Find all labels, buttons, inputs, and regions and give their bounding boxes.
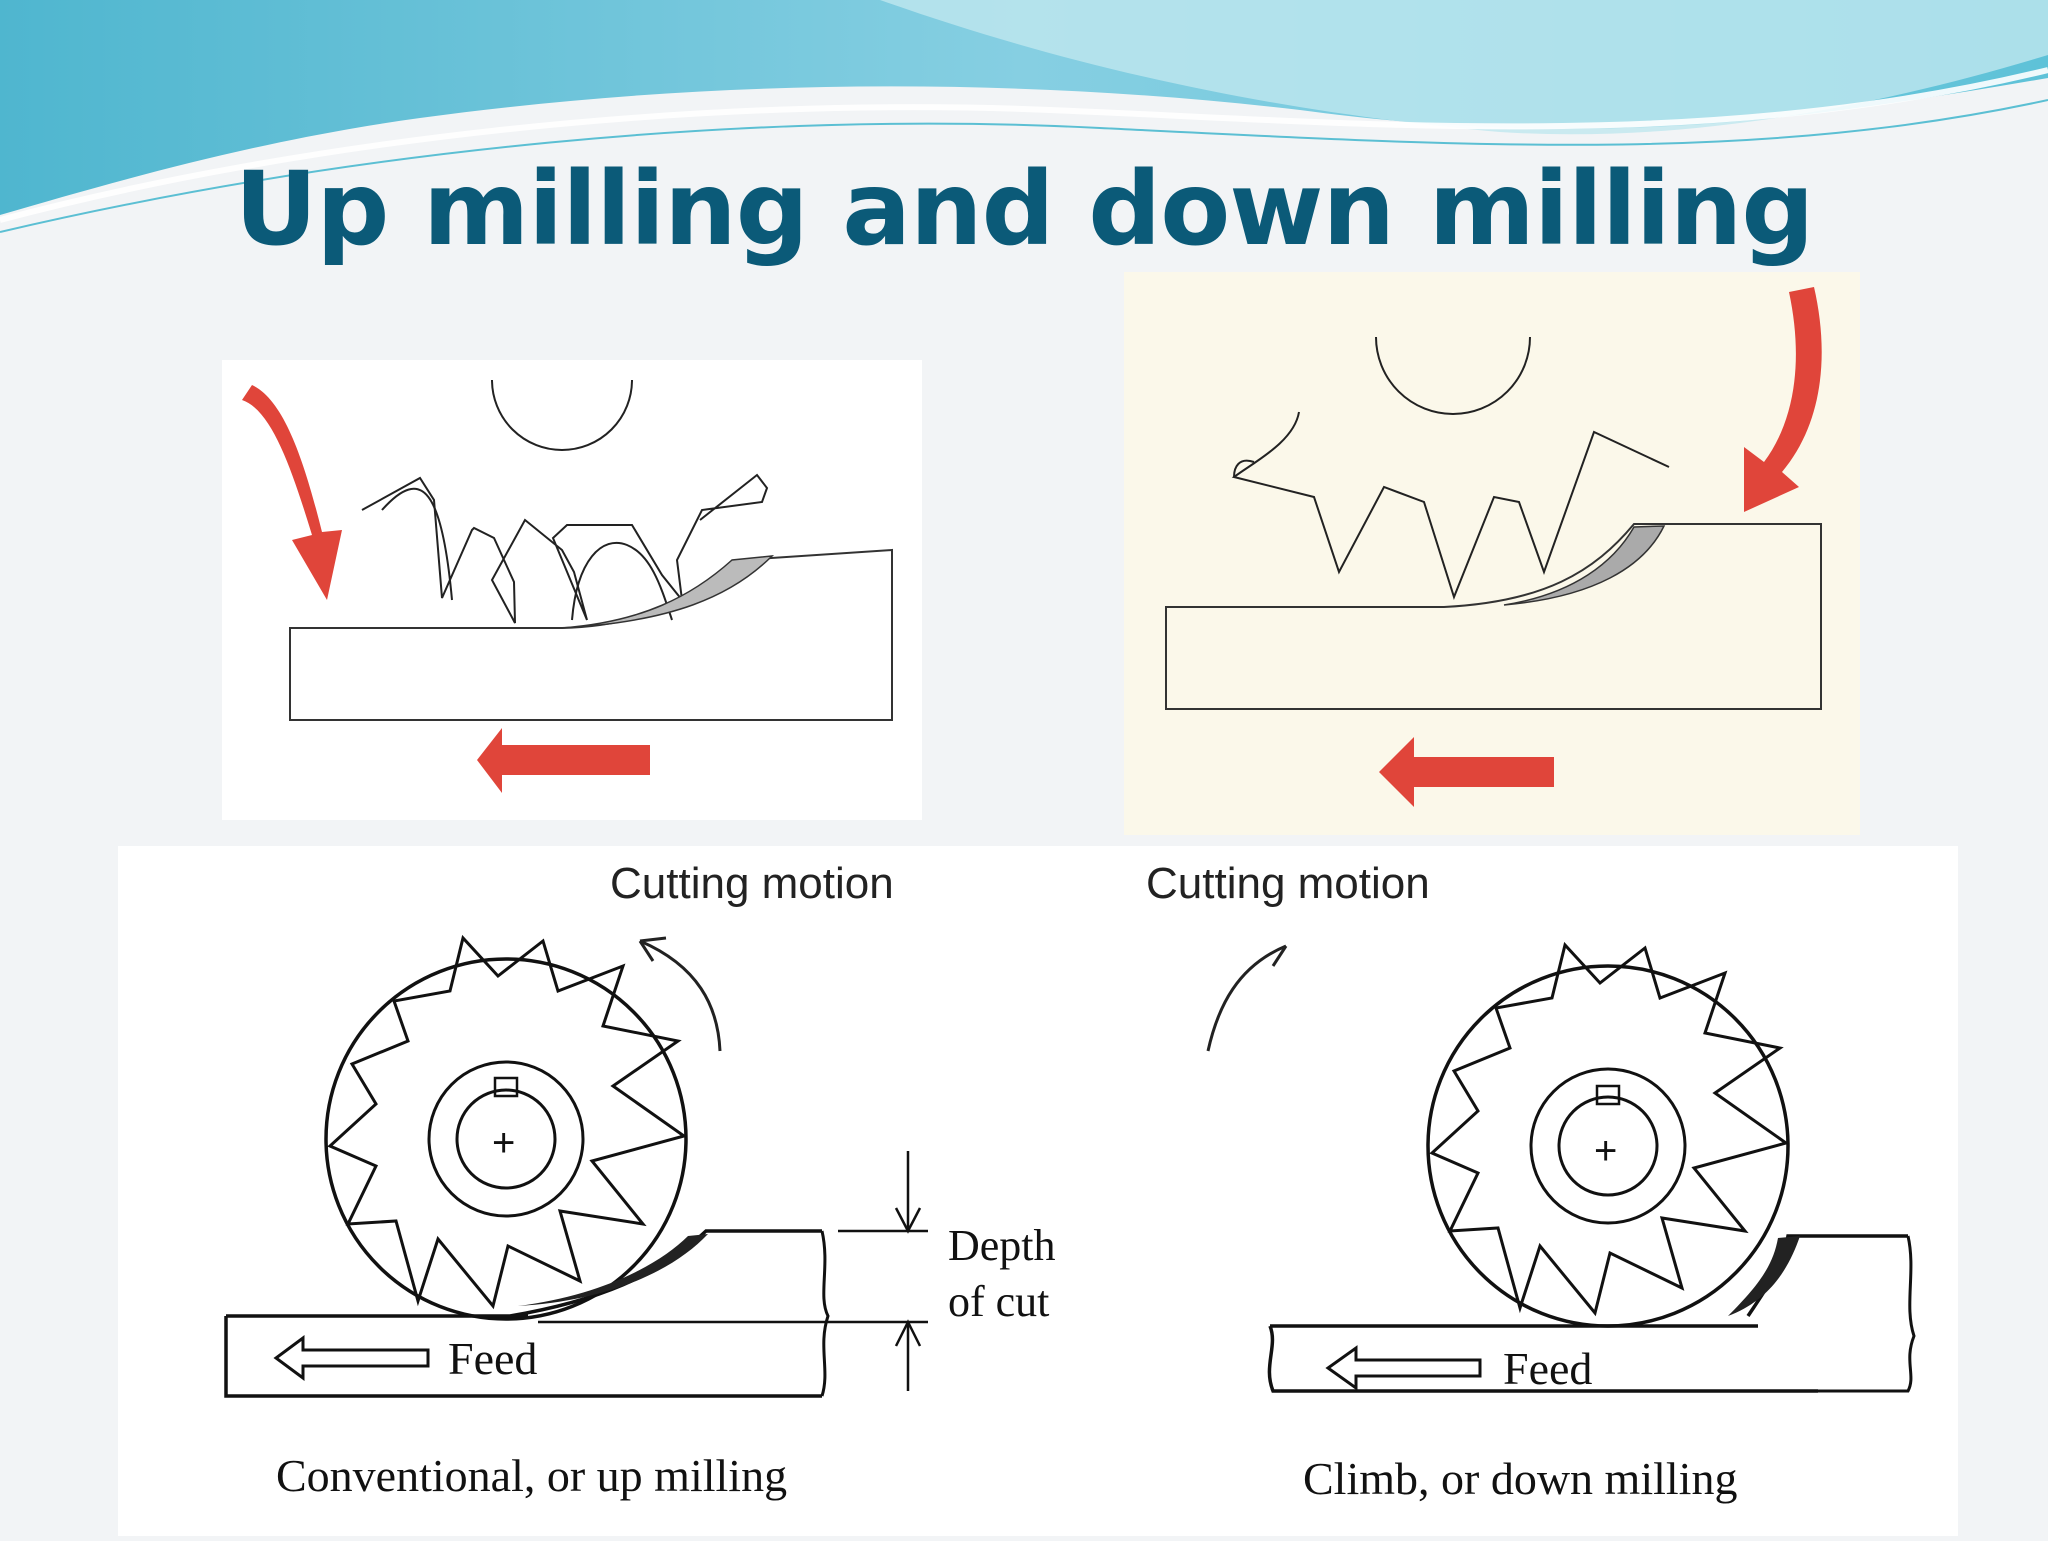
climb-caption: Climb, or down milling [1303,1453,1737,1504]
up-milling-sketch [242,379,893,793]
conventional-diagram: Cutting motion + [224,859,1056,1501]
conventional-depth-label-1: Depth [948,1221,1056,1270]
climb-center-mark: + [1594,1129,1617,1173]
header-wave-banner [0,0,2048,233]
down-milling-sketch [1165,287,1822,807]
conventional-cutting-motion-label: Cutting motion [610,859,894,908]
up-milling-sketch-panel [222,360,922,820]
conventional-feed-label: Feed [448,1333,537,1384]
conventional-caption: Conventional, or up milling [276,1450,787,1501]
milling-diagrams-panel: Cutting motion + [118,846,1958,1536]
climb-cutting-motion-label: Cutting motion [1146,859,1430,908]
climb-feed-arrow [1325,1345,1482,1391]
slide-title: Up milling and down milling [234,150,1815,269]
conventional-feed-arrow [273,1335,430,1381]
climb-feed-label: Feed [1503,1343,1592,1394]
milling-diagrams: Cutting motion + [224,859,1916,1504]
conventional-depth-label-2: of cut [948,1277,1049,1326]
down-milling-sketch-panel [1124,272,1860,835]
conventional-center-mark: + [492,1121,515,1165]
climb-diagram: Cutting motion + Feed Climb, or down mil… [1146,859,1916,1504]
